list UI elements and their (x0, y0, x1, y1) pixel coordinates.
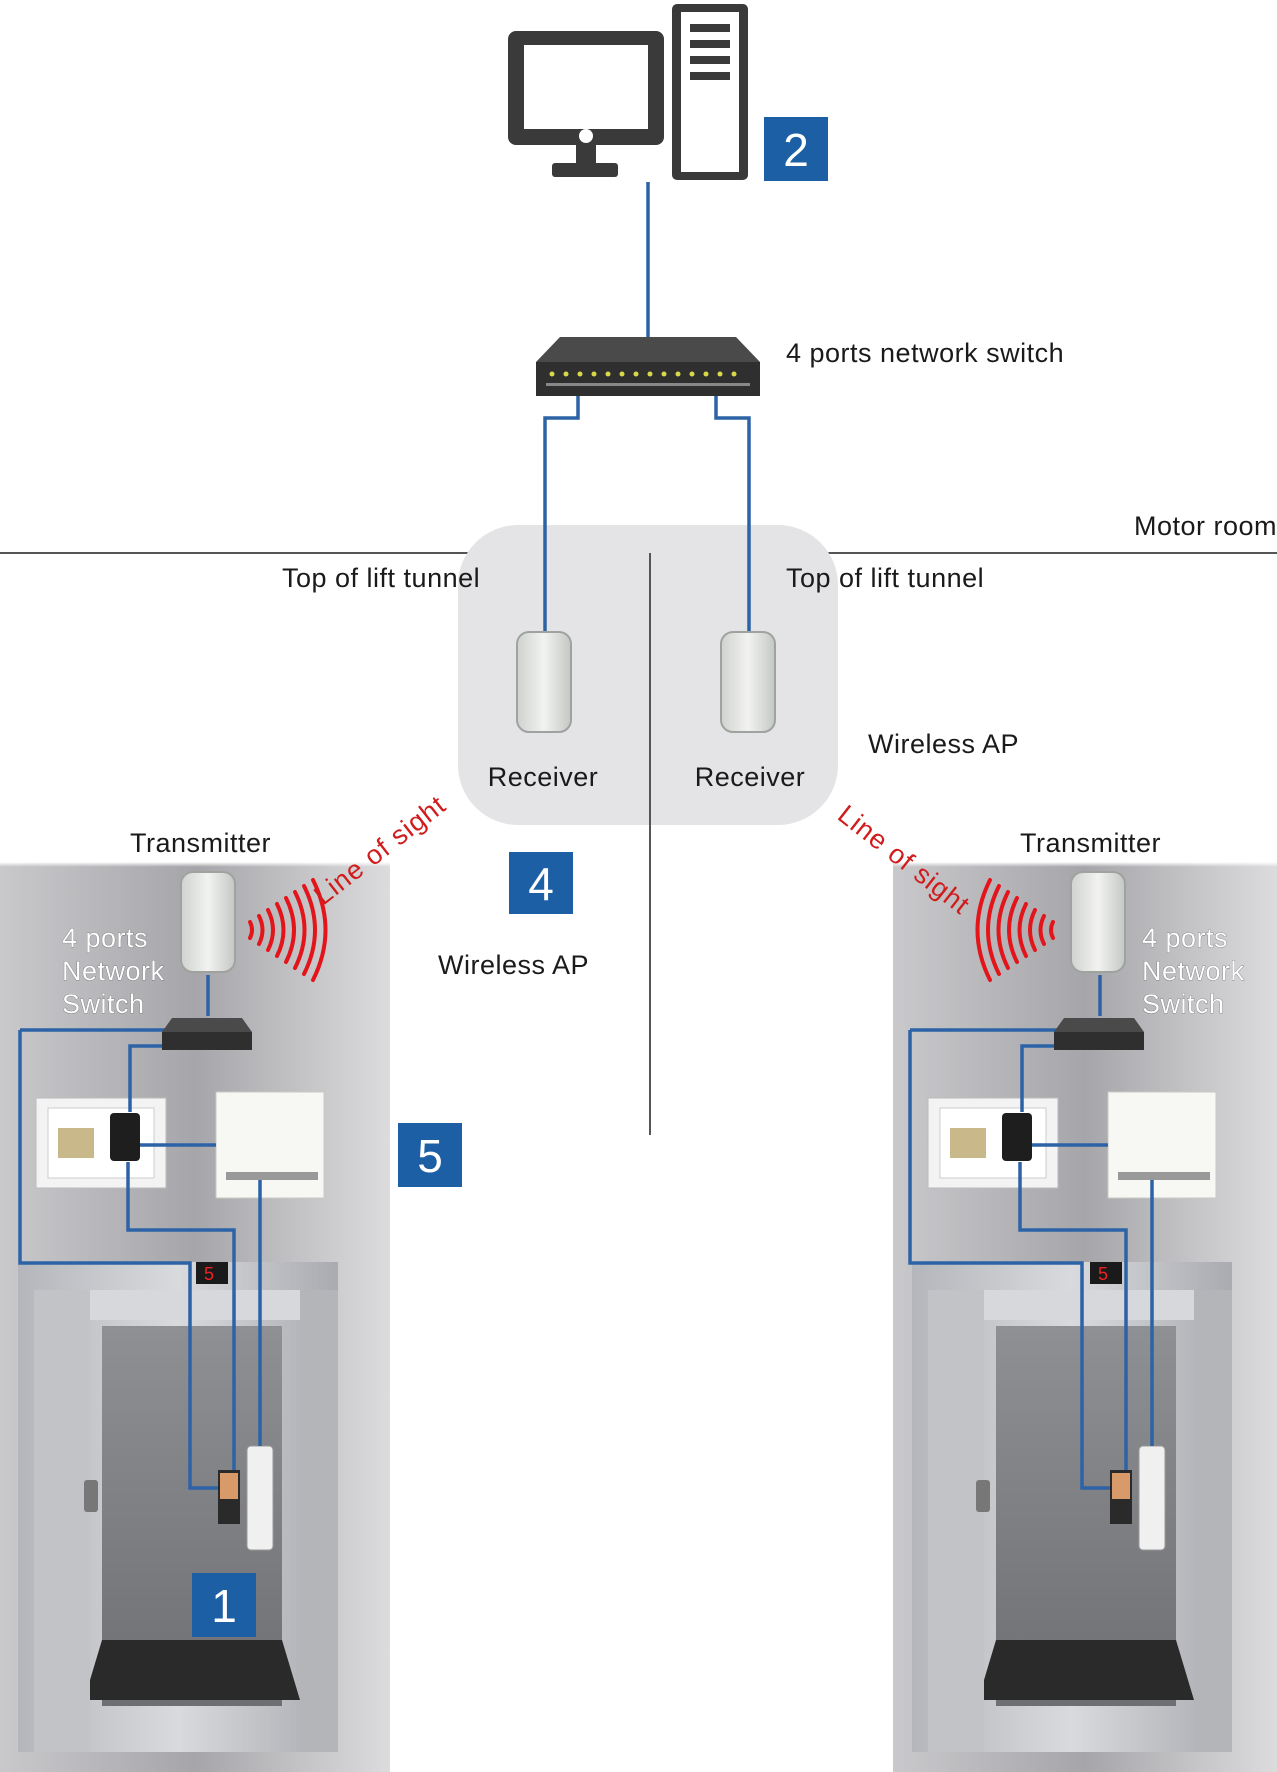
lift-switch-right-line3: Switch (1142, 989, 1225, 1019)
badge-1: 1 (192, 1573, 256, 1637)
cable-switch-receiver-right (714, 396, 751, 640)
svg-text:4: 4 (528, 858, 554, 910)
cable-lift-left-a (128, 1044, 170, 1112)
receiver-left-label: Receiver (488, 762, 599, 792)
lift-left: 5 (0, 862, 390, 1772)
transmitter-left-icon (180, 871, 236, 973)
lift-switch-left-icon (162, 1018, 252, 1050)
top-of-lift-tunnel-left: Top of lift tunnel (282, 563, 480, 593)
cable-lift-right-e (1018, 1162, 1128, 1470)
wireless-ap-right-label: Wireless AP (868, 729, 1019, 759)
cable-switch-receiver-left (543, 396, 580, 640)
cable-lift-left-c (18, 1030, 218, 1490)
cable-lift-right-a (1020, 1044, 1062, 1112)
lift-switch-right-icon (1054, 1018, 1144, 1050)
svg-text:5: 5 (417, 1130, 443, 1182)
computer-icon (508, 4, 748, 180)
receiver-left-icon (516, 631, 572, 733)
transmitter-right-icon (1070, 871, 1126, 973)
cable-lift-right-c (908, 1030, 1110, 1490)
svg-text:5: 5 (204, 1264, 214, 1284)
badge-5: 5 (398, 1123, 462, 1187)
signal-waves-right-icon (975, 878, 1055, 982)
lift-switch-left-line1: 4 ports (62, 923, 148, 953)
badge-4: 4 (509, 852, 573, 914)
motor-room-label: Motor room (1134, 511, 1277, 541)
top-of-lift-tunnel-right: Top of lift tunnel (786, 563, 984, 593)
signal-waves-left-icon (248, 878, 328, 982)
network-switch-label: 4 ports network switch (786, 338, 1064, 368)
cable-lift-left-e (126, 1162, 236, 1470)
wireless-ap-zone (458, 525, 838, 825)
svg-text:2: 2 (783, 124, 809, 176)
lift-switch-right-line1: 4 ports (1142, 923, 1228, 953)
lift-switch-left-line3: Switch (62, 989, 145, 1019)
transmitter-right-label: Transmitter (1020, 828, 1161, 858)
wireless-ap-center-label: Wireless AP (438, 950, 589, 980)
receiver-right-label: Receiver (695, 762, 806, 792)
transmitter-left-label: Transmitter (130, 828, 271, 858)
svg-text:5: 5 (1098, 1264, 1108, 1284)
badge-2: 2 (764, 117, 828, 181)
receiver-right-icon (720, 631, 776, 733)
lift-switch-left-line2: Network (62, 956, 165, 986)
lift-switch-right-line2: Network (1142, 956, 1245, 986)
network-switch-icon (536, 337, 760, 396)
lift-right: 5 (893, 862, 1277, 1772)
svg-text:1: 1 (211, 1580, 237, 1632)
